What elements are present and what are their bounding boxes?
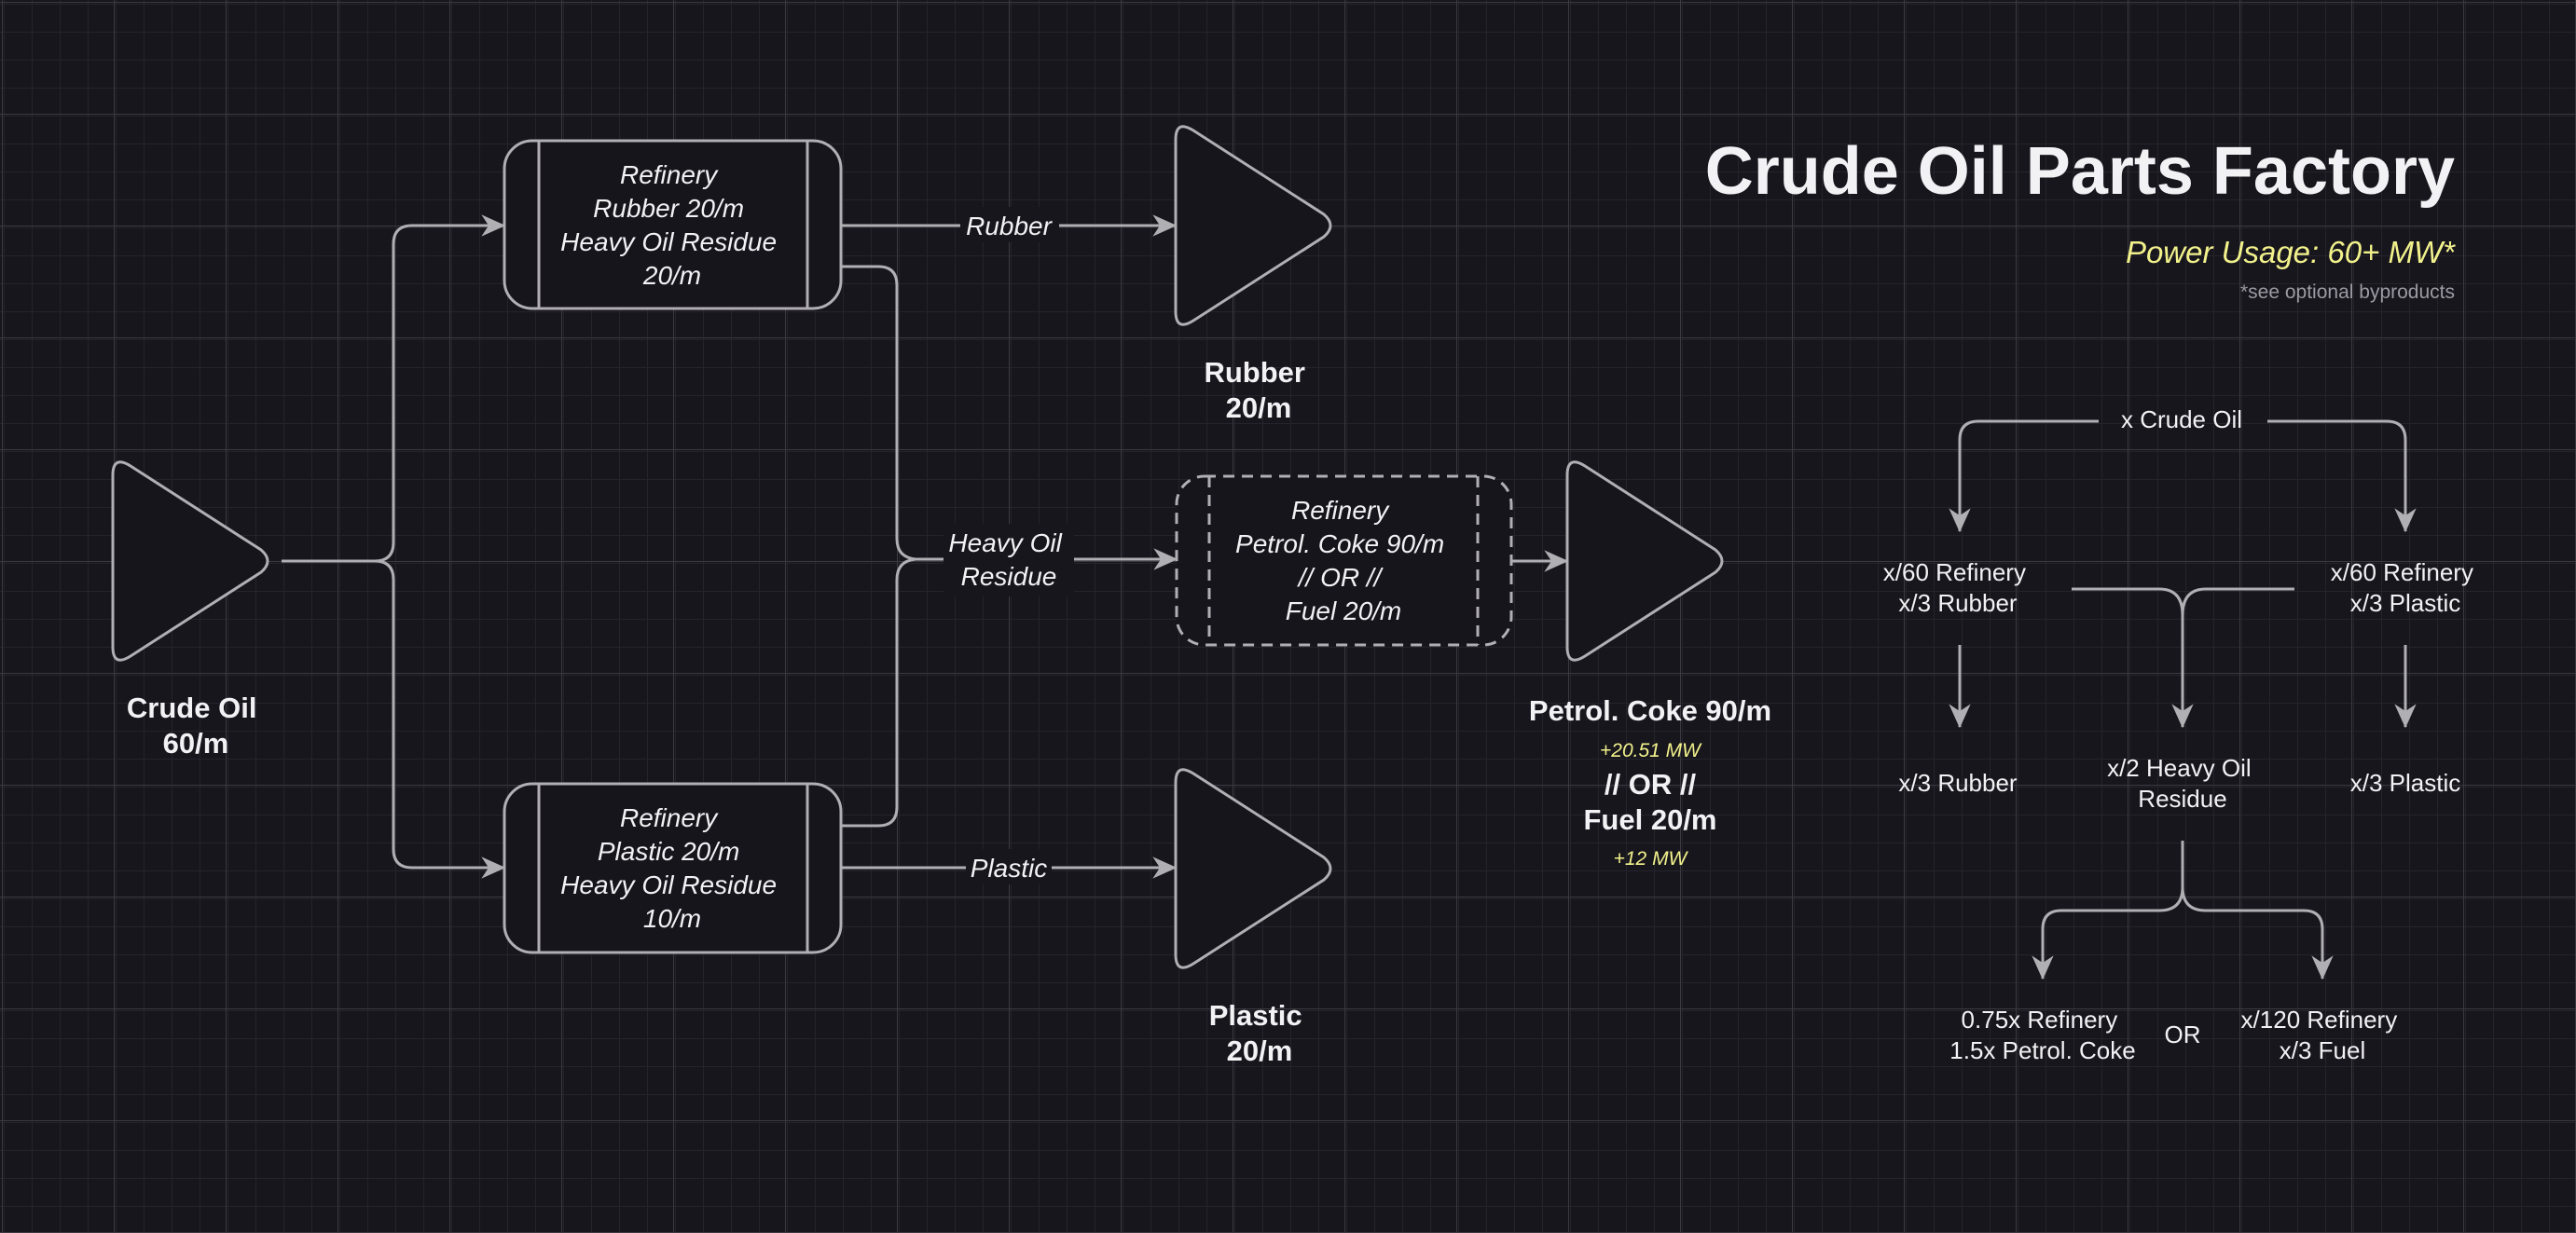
ratio-edge-input-right[interactable]: [2267, 419, 2417, 533]
plastic-output-node[interactable]: [1174, 768, 1332, 969]
ratio-right-refinery: x/60 Refinery x/3 Plastic: [2331, 558, 2480, 617]
ratio-edge-split-right[interactable]: [2181, 886, 2334, 980]
edge-heavy-oil-lower[interactable]: [841, 557, 916, 828]
edge-crude-split-lower[interactable]: [374, 559, 506, 879]
crude-oil-source-node[interactable]: [111, 460, 269, 662]
crude-oil-label: Crude Oil 60/m: [127, 692, 265, 760]
petrol-coke-label: Petrol. Coke 90/m: [1529, 694, 1771, 727]
petrol-coke-output-node[interactable]: [1565, 460, 1724, 662]
power-usage: Power Usage: 60+ MW*: [2126, 235, 2456, 269]
ratio-option-b: x/120 Refinery x/3 Fuel: [2241, 1006, 2404, 1064]
edge-heavy-oil-label: Heavy Oil Residue: [948, 528, 1068, 591]
fuel-label: Fuel 20/m: [1584, 803, 1717, 836]
petrol-coke-power: +20.51 MW: [1600, 740, 1702, 761]
ratio-edge-input-left[interactable]: [1949, 419, 2099, 533]
edge-plastic-label-bg: [966, 849, 1052, 884]
ratio-input-label: x Crude Oil: [2121, 405, 2242, 433]
edge-crude-split[interactable]: [282, 214, 506, 563]
rubber-output-node[interactable]: [1174, 125, 1332, 326]
refinery-optional-text: Refinery Petrol. Coke 90/m // OR // Fuel…: [1235, 496, 1452, 625]
refinery-rubber-node[interactable]: Refinery Rubber 20/m Heavy Oil Residue 2…: [503, 139, 843, 310]
ratio-edge-split-left[interactable]: [2032, 841, 2184, 980]
ratio-left-refinery: x/60 Refinery x/3 Rubber: [1883, 558, 2032, 617]
edge-plastic-label: Plastic: [971, 854, 1047, 883]
ratio-right-output: x/3 Plastic: [2350, 769, 2461, 797]
ratio-edge-merge-right[interactable]: [2181, 587, 2294, 616]
ratio-option-a: 0.75x Refinery 1.5x Petrol. Coke: [1949, 1006, 2135, 1064]
edge-heavy-oil-label-bg: [944, 524, 1074, 596]
plastic-output-label: Plastic 20/m: [1209, 999, 1311, 1067]
ratio-left-output: x/3 Rubber: [1898, 769, 2018, 797]
fuel-power: +12 MW: [1614, 848, 1689, 870]
edge-heavy-oil-upper[interactable]: [841, 265, 916, 561]
refinery-optional-node[interactable]: Refinery Petrol. Coke 90/m // OR // Fuel…: [1175, 474, 1513, 647]
refinery-rubber-text: Refinery Rubber 20/m Heavy Oil Residue 2…: [560, 160, 784, 290]
page-title: Crude Oil Parts Factory: [1705, 134, 2455, 209]
refinery-plastic-node[interactable]: Refinery Plastic 20/m Heavy Oil Residue …: [503, 782, 843, 954]
ratio-or-label: OR: [2165, 1021, 2201, 1048]
edge-rubber-label-bg: [960, 207, 1059, 242]
ratio-middle-output: x/2 Heavy Oil Residue: [2107, 754, 2258, 813]
rubber-output-label: Rubber 20/m: [1204, 356, 1313, 424]
refinery-plastic-text: Refinery Plastic 20/m Heavy Oil Residue …: [560, 803, 784, 933]
petrol-or-label: // OR //: [1605, 768, 1697, 801]
edge-rubber-label: Rubber: [966, 212, 1054, 240]
footnote: *see optional byproducts: [2240, 281, 2455, 303]
